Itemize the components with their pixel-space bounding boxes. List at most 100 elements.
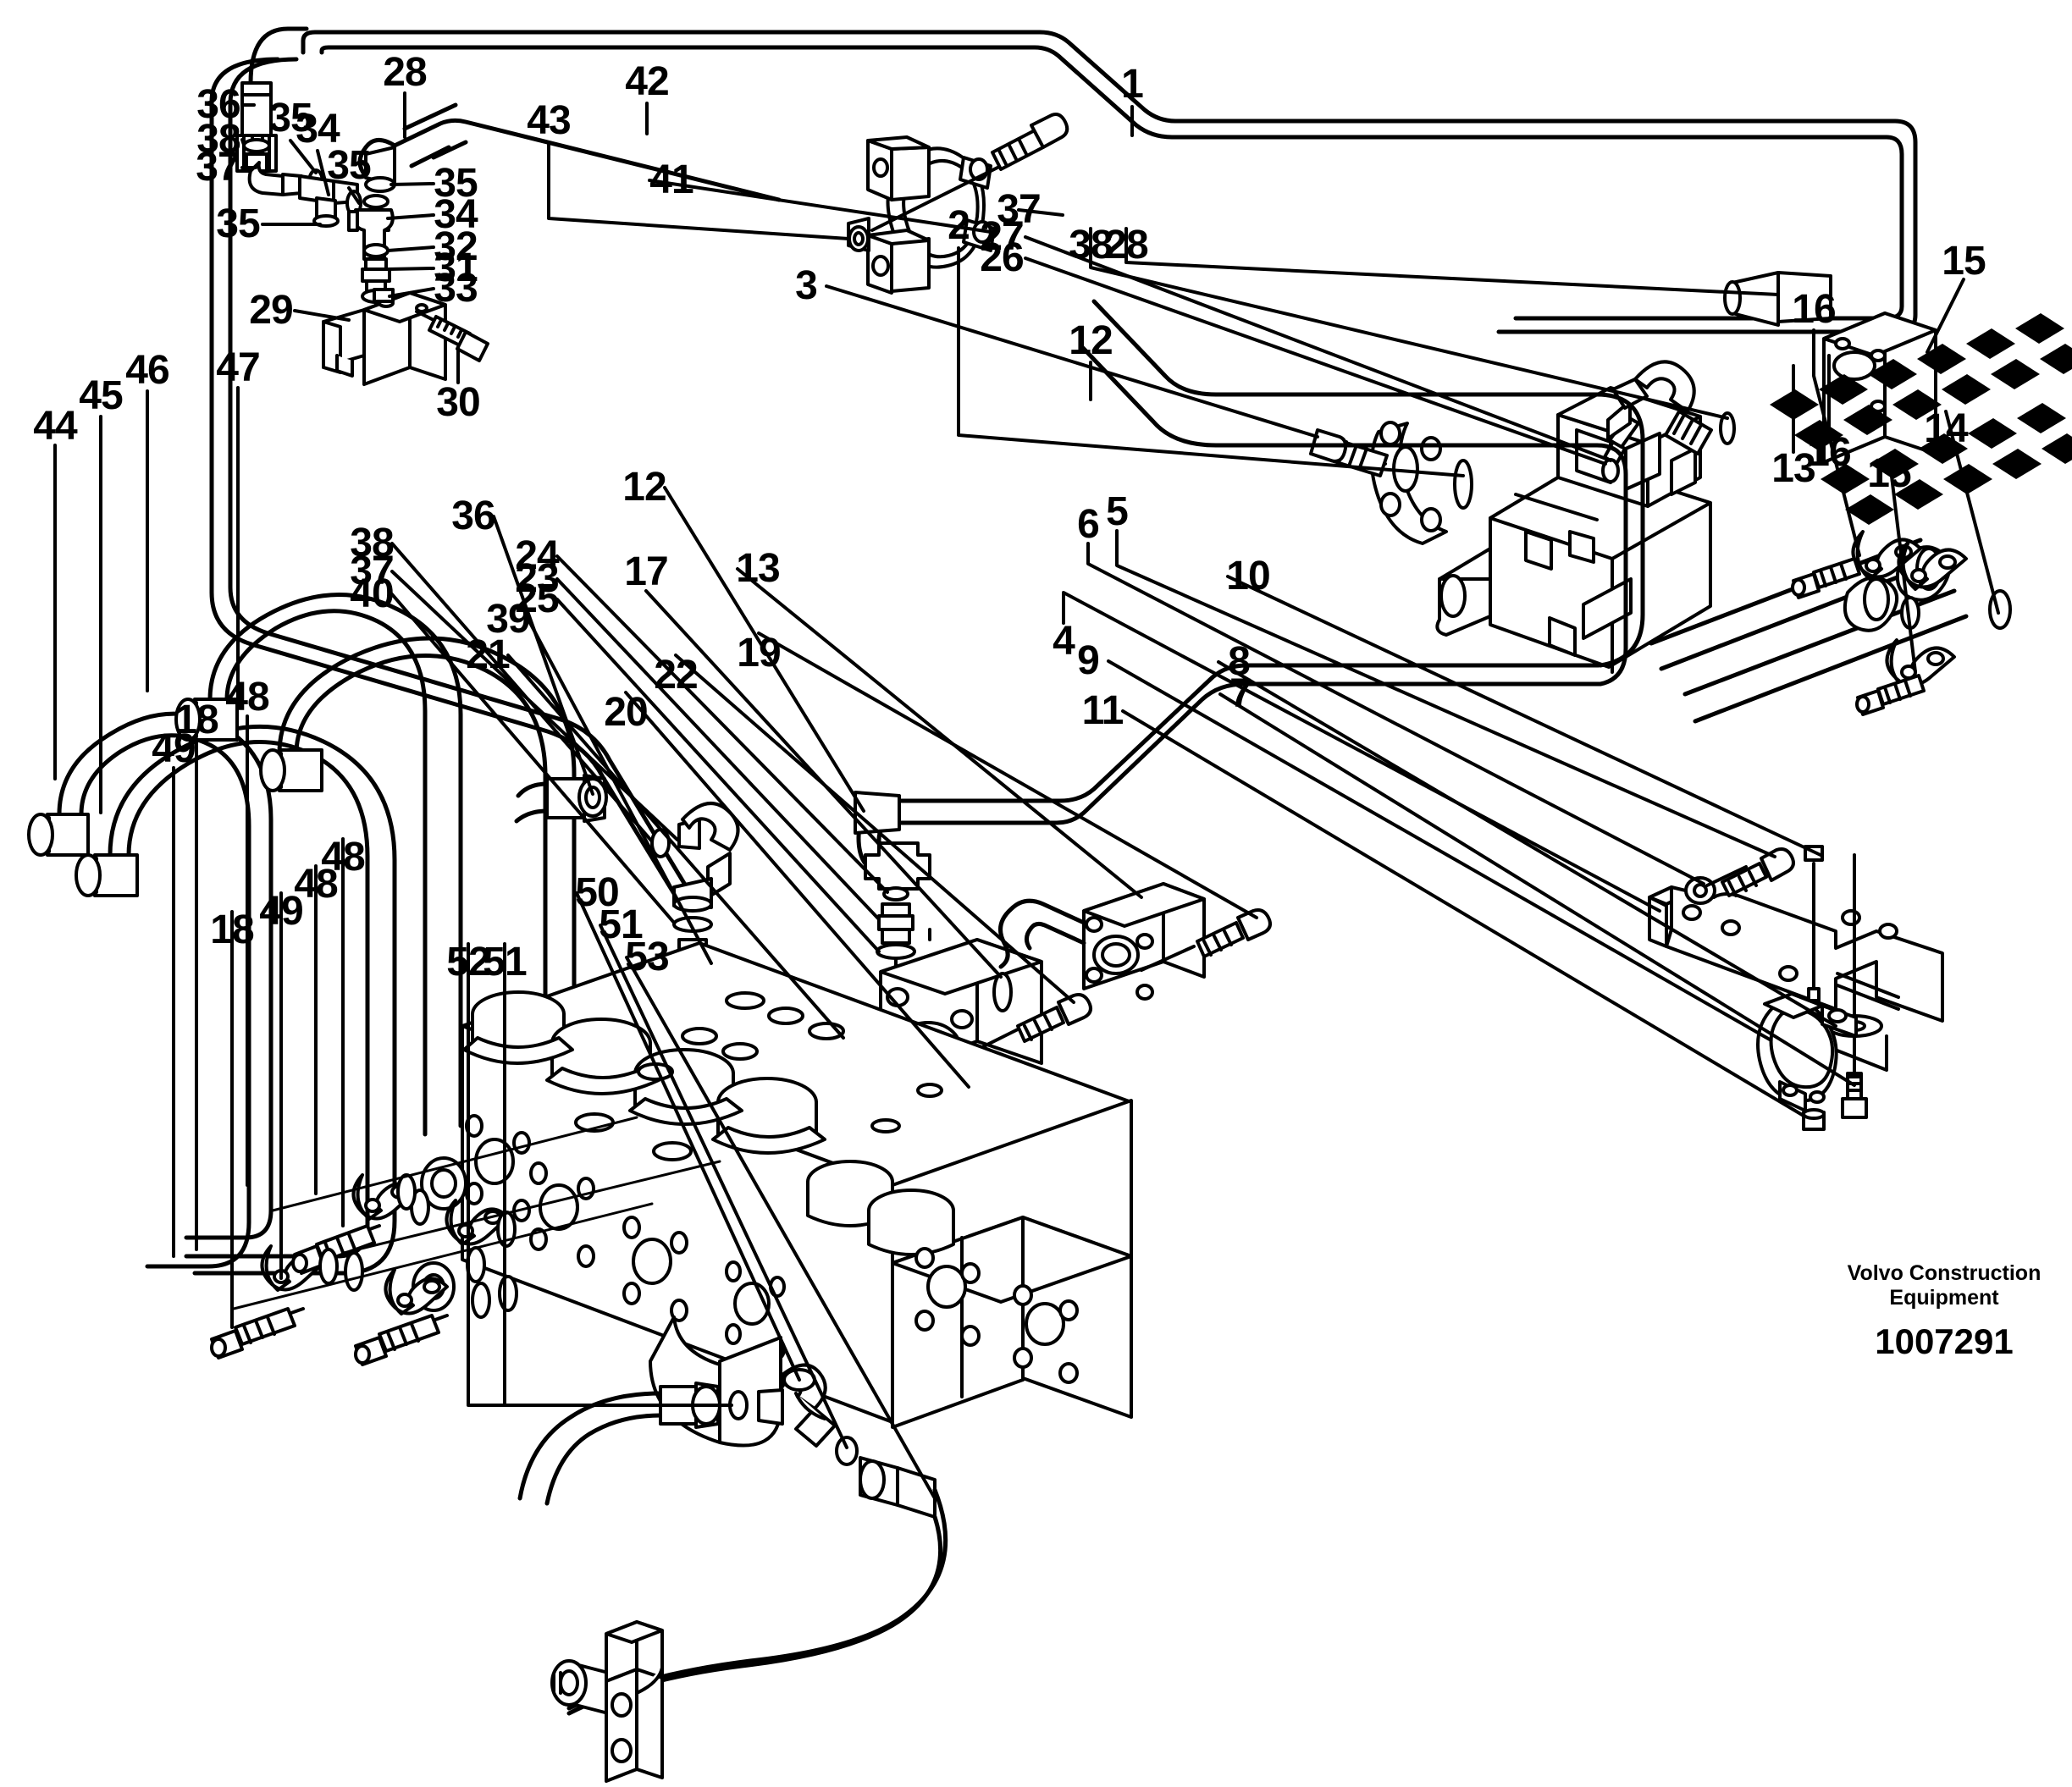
- part-callout-8: 8: [1228, 639, 1251, 684]
- part-callout-25: 25: [515, 576, 559, 621]
- part-callout-18: 18: [174, 698, 218, 742]
- fitting-28-top-left: [364, 146, 396, 193]
- part-callout-2: 2: [948, 203, 970, 248]
- oring-35-d: [362, 194, 390, 209]
- part-callout-24: 24: [515, 533, 559, 578]
- part-callout-49: 49: [259, 889, 303, 934]
- valve-block-29: [322, 288, 447, 386]
- bolt-16-upper: [1791, 557, 1861, 599]
- hose-13-short: [998, 898, 1086, 969]
- part-callout-34: 34: [296, 107, 340, 152]
- oring-24: [882, 886, 909, 902]
- part-callout-42: 42: [625, 59, 669, 104]
- elbow-37-upper: [245, 152, 303, 196]
- hose-36-mid: [514, 781, 550, 824]
- bolt-7: [1841, 853, 1868, 1119]
- part-callout-30: 30: [436, 380, 480, 425]
- part-callout-52: 52: [446, 940, 490, 985]
- break-hatch-band-lower: [1821, 403, 2072, 525]
- part-callout-17: 17: [624, 549, 668, 594]
- part-callout-48: 48: [225, 675, 269, 720]
- nut-43: [847, 217, 870, 252]
- part-callout-46: 46: [125, 348, 169, 393]
- part-callout-16: 16: [1792, 287, 1836, 332]
- control-valve-manifold: [412, 941, 1133, 1448]
- part-callout-35: 35: [327, 143, 371, 188]
- hose-end-nut-44: [27, 813, 90, 857]
- leader-lines: [53, 91, 2000, 1500]
- part-callout-35: 35: [434, 161, 478, 206]
- clamp-9: [1756, 992, 1858, 1112]
- part-callout-32: 32: [434, 224, 478, 269]
- part-callout-39: 39: [486, 597, 530, 642]
- part-callout-18: 18: [210, 907, 254, 952]
- oring-38-upper: [242, 138, 271, 153]
- hose-53-end-fitting: [550, 1659, 616, 1717]
- hose-end-nut-46: [174, 698, 239, 742]
- hose-36-upper: [248, 26, 309, 85]
- oring-17: [992, 972, 1013, 1012]
- hose-28-top-left: [357, 102, 782, 202]
- nut-11: [1802, 1108, 1826, 1131]
- oring-32: [362, 243, 390, 258]
- footer-block: Volvo Construction Equipment 1007291: [1817, 1261, 2071, 1361]
- adapter-31: [361, 257, 391, 293]
- part-callout-36: 36: [196, 82, 240, 127]
- part-callout-51: 51: [483, 940, 527, 985]
- part-callout-51: 51: [599, 902, 643, 947]
- leader-lines-48: [232, 1116, 721, 1310]
- part-callout-12: 12: [1069, 318, 1113, 363]
- adapter-23: [877, 902, 914, 945]
- bolt-5: [1705, 847, 1795, 897]
- fitting-12-left: [854, 791, 931, 891]
- part-callout-26: 26: [980, 235, 1024, 280]
- part-callout-10: 10: [1226, 554, 1270, 598]
- part-callout-22: 22: [654, 653, 698, 698]
- part-callout-3: 3: [795, 263, 818, 308]
- hose-end-nut-45: [75, 853, 139, 897]
- part-callout-11: 11: [1081, 688, 1124, 733]
- bolt-22: [965, 993, 1092, 1056]
- part-callout-41: 41: [649, 157, 693, 202]
- part-callout-28: 28: [1104, 223, 1148, 267]
- part-callout-15: 15: [1867, 451, 1911, 496]
- orings-48: [318, 1173, 518, 1312]
- washer-25: [876, 943, 916, 960]
- part-callout-20: 20: [604, 690, 648, 735]
- mount-bracket-bottom: [605, 1620, 664, 1783]
- part-callout-15: 15: [1942, 239, 1986, 284]
- oring-51-b: [835, 1436, 859, 1466]
- part-callout-45: 45: [79, 373, 123, 418]
- part-callout-29: 29: [249, 288, 293, 333]
- part-callout-12: 12: [622, 465, 666, 510]
- hose-1-end-fitting: [1723, 271, 1832, 327]
- part-callout-13: 13: [1771, 446, 1815, 491]
- hydraulic-pump: [1435, 386, 1712, 674]
- part-callout-35: 35: [268, 96, 312, 141]
- part-callout-50: 50: [575, 870, 619, 915]
- split-clamp-15-lower: [1897, 540, 1968, 591]
- hose-end-nut-47: [259, 748, 323, 792]
- part-callout-16: 16: [1807, 430, 1851, 475]
- oring-2: [1453, 459, 1473, 510]
- bolt-18-lower: [354, 1314, 449, 1366]
- part-callout-49: 49: [152, 726, 196, 771]
- adapter-block-13-right: [1082, 882, 1206, 1001]
- part-callout-37: 37: [350, 549, 394, 593]
- hose-44: [57, 711, 274, 1269]
- part-callout-48: 48: [294, 862, 338, 907]
- part-callout-34: 34: [434, 192, 478, 237]
- oring-38-pump: [1719, 411, 1736, 445]
- elbow-37-mid: [677, 802, 740, 899]
- part-callout-47: 47: [216, 345, 260, 390]
- bolt-16-lower: [1855, 674, 1926, 716]
- part-callout-4: 4: [1053, 619, 1075, 664]
- part-callout-9: 9: [1077, 638, 1100, 683]
- brand-text: Volvo Construction Equipment: [1847, 1261, 2042, 1310]
- part-callout-19: 19: [737, 631, 781, 676]
- part-callout-14: 14: [1924, 406, 1968, 451]
- part-callout-38: 38: [350, 521, 394, 565]
- flange-2: [1370, 421, 1448, 545]
